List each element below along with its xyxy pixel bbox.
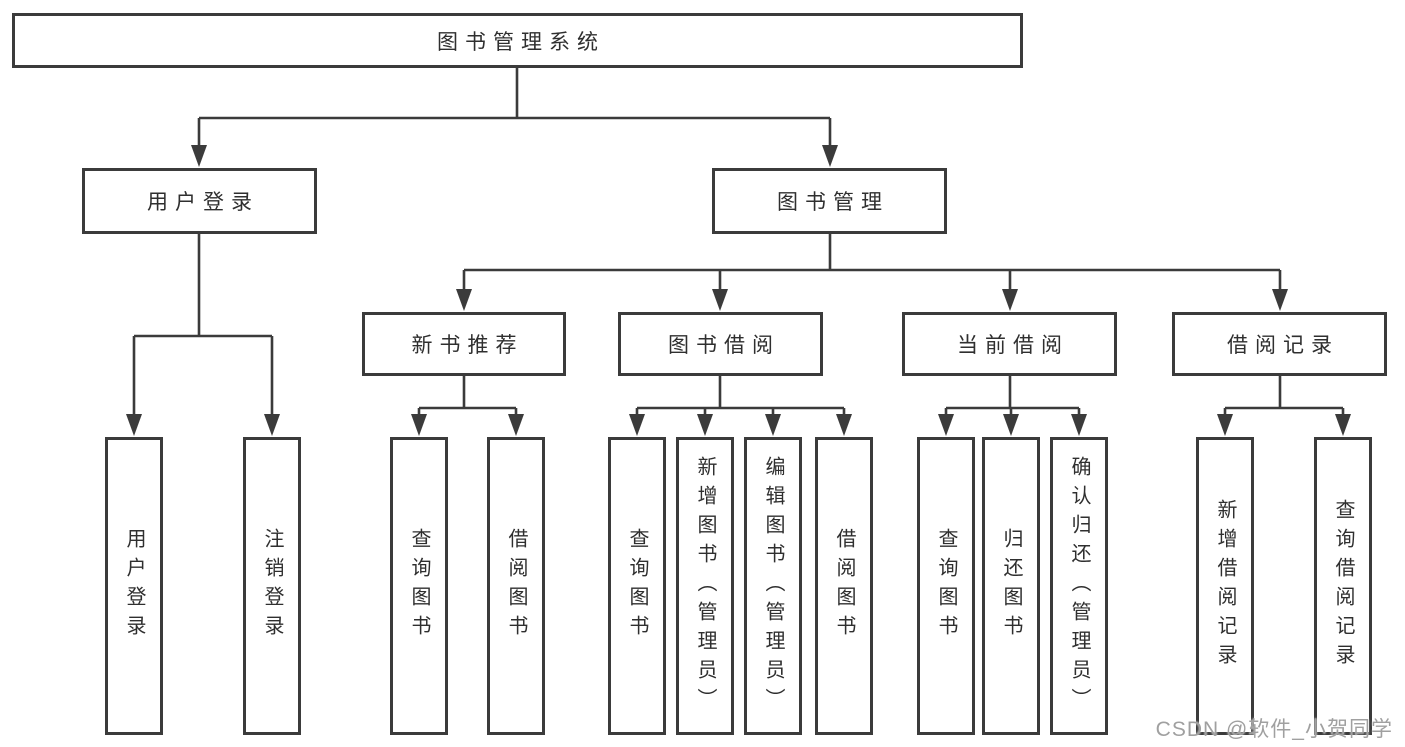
leaf-query-books-borrowing: 查询图书 [608,437,666,735]
leaf-logout: 注销登录 [243,437,301,735]
node-book-borrowing: 图书借阅 [618,312,823,376]
arrowhead-icon [765,414,781,436]
arrowhead-icon [508,414,524,436]
leaf-add-book-admin: 新增图书（管理员） [676,437,734,735]
arrowhead-icon [191,145,207,167]
leaf-query-books-recommend: 查询图书 [390,437,448,735]
node-label: 查询借阅记录 [1332,499,1354,673]
arrowhead-icon [1071,414,1087,436]
node-label: 查询图书 [626,528,648,644]
node-library-system: 图书管理系统 [12,13,1023,68]
leaf-confirm-return-admin: 确认归还（管理员） [1050,437,1108,735]
arrowhead-icon [712,289,728,311]
node-label: 归还图书 [1000,528,1022,644]
node-label: 用户登录 [147,191,259,214]
node-current-borrowing: 当前借阅 [902,312,1117,376]
node-book-management: 图书管理 [712,168,947,234]
arrowhead-icon [629,414,645,436]
node-user-login: 用户登录 [82,168,317,234]
connector-root-level1 [197,68,832,149]
arrowhead-icon [1272,289,1288,311]
node-borrowing-records: 借阅记录 [1172,312,1387,376]
node-label: 图书借阅 [668,334,780,357]
node-label: 新增借阅记录 [1214,499,1236,673]
node-label: 借阅图书 [505,528,527,644]
arrowhead-icon [836,414,852,436]
arrowhead-icon [697,414,713,436]
connector-records-leaves [1223,376,1345,418]
csdn-watermark: CSDN @软件_小贺同学 [1155,718,1393,741]
leaf-query-borrow-record: 查询借阅记录 [1314,437,1372,735]
node-label: 用户登录 [123,528,145,644]
arrowhead-icon [1335,414,1351,436]
connector-bookmgmt-level2 [462,234,1282,294]
leaf-add-borrow-record: 新增借阅记录 [1196,437,1254,735]
node-label: 查询图书 [408,528,430,644]
leaf-return-book: 归还图书 [982,437,1040,735]
leaf-user-login: 用户登录 [105,437,163,735]
arrowhead-icon [456,289,472,311]
leaf-borrow-books-recommend: 借阅图书 [487,437,545,735]
arrowhead-icon [1217,414,1233,436]
node-label: 确认归还（管理员） [1068,455,1090,717]
leaf-borrow-books: 借阅图书 [815,437,873,735]
node-label: 借阅图书 [833,528,855,644]
node-label: 当前借阅 [957,334,1069,357]
node-new-book-recommend: 新书推荐 [362,312,566,376]
leaf-query-books-current: 查询图书 [917,437,975,735]
connector-userlogin-leaves [132,234,274,418]
node-label: 注销登录 [261,528,283,644]
node-label: 图书管理 [777,191,889,214]
node-label: 编辑图书（管理员） [762,455,784,717]
arrowhead-icon [264,414,280,436]
node-label: 新书推荐 [411,334,524,357]
node-label: 借阅记录 [1227,334,1339,357]
node-label: 查询图书 [935,528,957,644]
connector-current-leaves [944,376,1081,418]
leaf-edit-book-admin: 编辑图书（管理员） [744,437,802,735]
arrowhead-icon [938,414,954,436]
arrowhead-icon [822,145,838,167]
node-label: 新增图书（管理员） [694,455,716,717]
connector-newbook-leaves [417,376,518,418]
arrowhead-icon [1002,289,1018,311]
arrowhead-icon [1003,414,1019,436]
arrowhead-icon [126,414,142,436]
node-label: 图书管理系统 [437,30,605,54]
connector-borrowing-leaves [635,376,846,418]
arrowhead-icon [411,414,427,436]
